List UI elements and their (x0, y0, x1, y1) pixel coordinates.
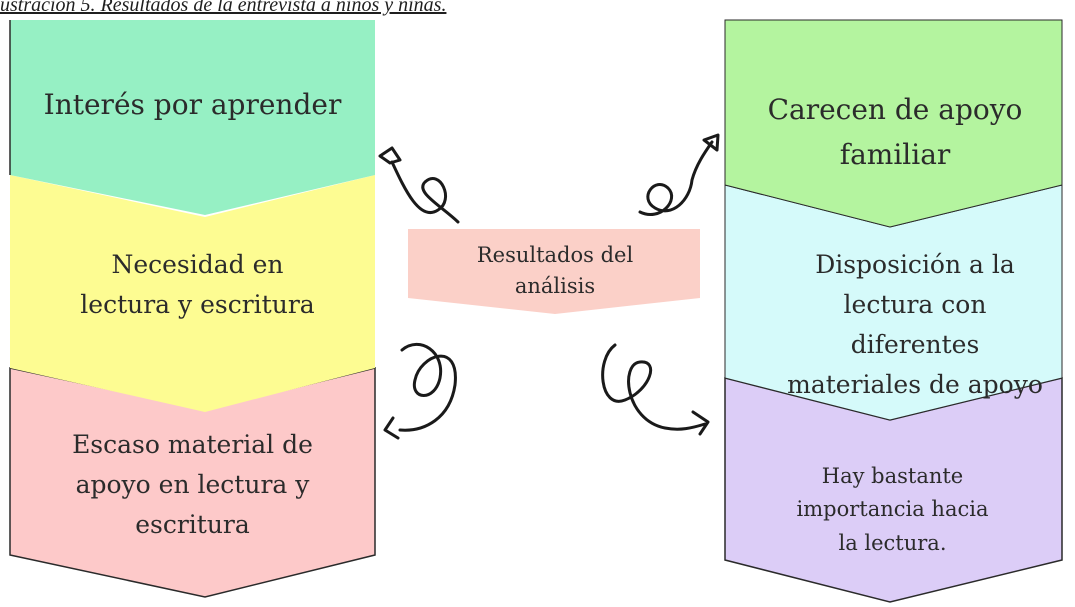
squiggle-arrow-bottom-right (601, 343, 710, 436)
center-chevron (408, 229, 700, 314)
squiggle-arrow-top-left (378, 146, 460, 224)
left-item-1-label: Interés por aprender (43, 87, 342, 121)
left-chevron-1 (10, 20, 375, 215)
right-item-1-label: Carecen de apoyo familiar (767, 93, 1023, 171)
figure-caption: ustración 5. Resultados de la entrevista… (0, 0, 447, 16)
right-item-2-label: Disposición a la lectura con diferentes … (787, 250, 1043, 399)
left-item-2-label: Necesidad en lectura y escritura (80, 250, 315, 319)
left-item-3-label: Escaso material de apoyo en lectura y es… (72, 430, 313, 539)
center-label: Resultados del análisis (476, 242, 634, 299)
squiggle-arrow-top-right (638, 133, 720, 216)
right-chevron-1 (724, 19, 1063, 228)
right-item-3-label: Hay bastante importancia hacia la lectur… (796, 463, 989, 555)
left-chevron-2 (10, 175, 375, 412)
squiggle-arrow-bottom-left (383, 342, 457, 440)
